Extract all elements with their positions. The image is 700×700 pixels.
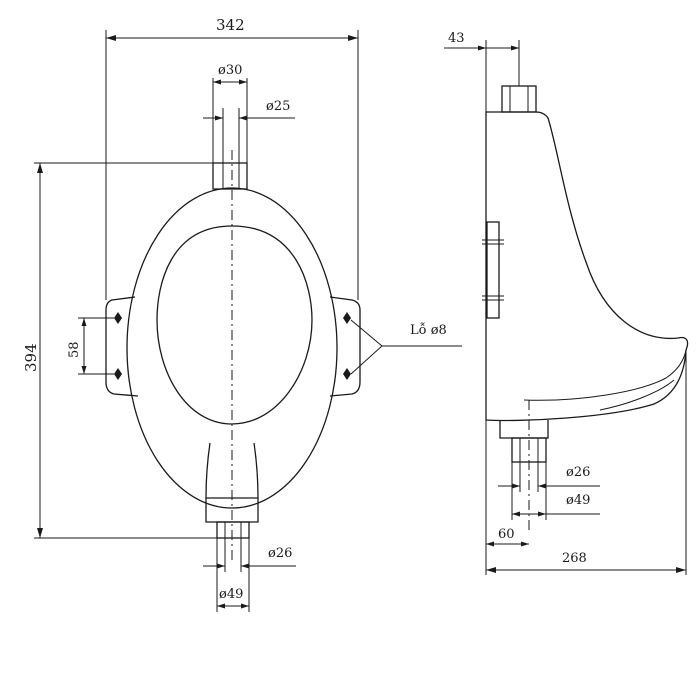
- arrowhead: [217, 603, 225, 609]
- overall-width-label: 342: [216, 16, 245, 34]
- side-outlet-inner-dia-label: ø26: [566, 465, 590, 480]
- arrowhead: [521, 541, 529, 547]
- hole-leader-line: [350, 319, 383, 347]
- side-view: 43 ø26 ø49 60 268: [444, 31, 689, 575]
- inlet-offset-label: 43: [448, 31, 465, 46]
- hole-callout-label: Lỗ ø8: [410, 322, 447, 338]
- arrowhead: [478, 45, 486, 51]
- arrowhead: [538, 511, 546, 517]
- arrowhead: [348, 35, 358, 41]
- arrowhead: [106, 35, 116, 41]
- arrowhead: [486, 541, 494, 547]
- arrowhead: [239, 79, 247, 85]
- front-view: 342 ø30 ø25 394 58 Lỗ ø8: [22, 16, 462, 612]
- side-body-profile: [485, 111, 689, 422]
- hole-leader-line: [350, 345, 383, 375]
- arrowhead: [676, 567, 686, 573]
- top-outer-dia-label: ø30: [218, 63, 242, 78]
- arrowhead: [512, 511, 520, 517]
- side-outlet-outer-dia-label: ø49: [566, 493, 590, 508]
- side-inlet-spud: [501, 85, 537, 113]
- bracket-spacing-label: 58: [67, 341, 82, 358]
- top-inlet-spud: [212, 162, 248, 190]
- arrowhead: [217, 563, 225, 569]
- side-mount-plate: [486, 221, 500, 319]
- arrowhead: [37, 163, 43, 173]
- right-bracket-hole-bottom: [343, 368, 351, 380]
- arrowhead: [241, 563, 249, 569]
- left-bracket-hole-top: [114, 312, 122, 324]
- arrowhead: [81, 366, 87, 374]
- arrowhead: [81, 318, 87, 326]
- left-mounting-bracket: [105, 296, 139, 397]
- arrowhead: [512, 483, 520, 489]
- top-inner-dia-label: ø25: [266, 99, 290, 114]
- inner-bowl-outline: [156, 225, 313, 425]
- arrowhead: [511, 45, 519, 51]
- bottom-outlet-spud: [216, 521, 250, 539]
- outer-body-outline: [126, 187, 338, 509]
- arrowhead: [486, 567, 496, 573]
- arrowhead: [241, 603, 249, 609]
- outlet-offset-label: 60: [498, 527, 515, 542]
- side-bowl-lip: [523, 349, 687, 401]
- overall-height-label: 394: [22, 343, 40, 372]
- right-bracket-hole-top: [343, 312, 351, 324]
- overall-depth-label: 268: [562, 551, 587, 566]
- arrowhead: [213, 79, 221, 85]
- arrowhead: [538, 483, 546, 489]
- arrowhead: [215, 115, 223, 121]
- right-mounting-bracket: [329, 296, 361, 397]
- side-bowl-rim: [599, 379, 675, 411]
- bottom-inner-dia-label: ø26: [268, 546, 292, 561]
- arrowhead: [37, 528, 43, 538]
- arrowhead: [239, 115, 247, 121]
- side-outlet-neck: [499, 420, 549, 439]
- left-bracket-hole-bottom: [114, 368, 122, 380]
- bottom-outer-dia-label: ø49: [219, 587, 243, 602]
